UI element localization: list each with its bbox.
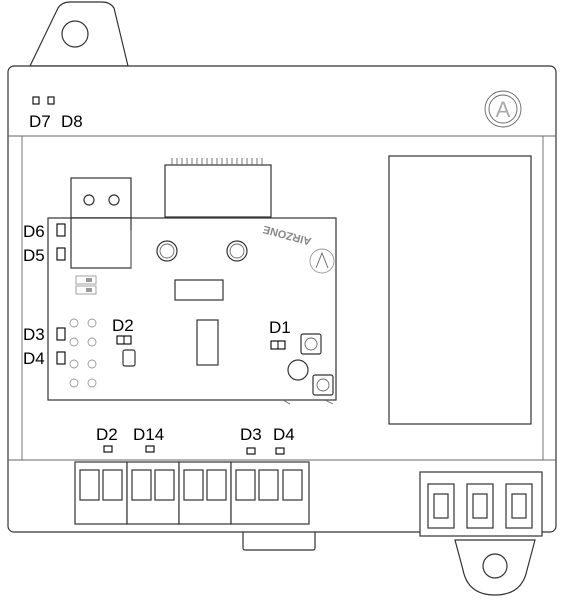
- led-d14-label: D14: [133, 425, 164, 444]
- led-d3-bottom-label: D3: [240, 425, 262, 444]
- bottom-mounting-hole: [482, 553, 508, 579]
- led-d6-indicator: [56, 223, 66, 237]
- board-square-button-bottom: [312, 374, 334, 396]
- led-d4-bottom-indicator: [275, 447, 285, 455]
- led-d14-indicator: [145, 445, 155, 453]
- led-d4-bottom-label: D4: [273, 425, 295, 444]
- left-terminal-lower: [70, 217, 132, 269]
- dip-switch: [75, 275, 97, 295]
- led-d8-label: D8: [61, 112, 83, 131]
- led-d6-label: D6: [23, 222, 45, 241]
- board-chip-wide: [174, 279, 224, 301]
- led-d3-left-indicator: [56, 327, 66, 341]
- board-brand-logo-mark: [315, 251, 329, 269]
- led-d8-indicator: [47, 96, 55, 105]
- led-d2-bottom-indicator: [103, 445, 113, 453]
- led-d7-label: D7: [29, 112, 51, 131]
- led-d5-label: D5: [23, 246, 45, 265]
- led-d1-label: D1: [269, 318, 291, 337]
- board-square-button-top: [300, 333, 322, 355]
- board-chip-tall: [196, 319, 219, 366]
- display-window: [388, 155, 532, 425]
- led-d7-indicator: [32, 96, 40, 105]
- corner-logo-letter: A: [496, 97, 511, 122]
- board-capacitor: [287, 359, 309, 381]
- top-mounting-hole: [61, 20, 89, 48]
- board-small-component: [122, 349, 136, 367]
- led-d3-bottom-indicator: [246, 447, 256, 455]
- led-d2-board-label: D2: [112, 316, 134, 335]
- led-d4-left-label: D4: [23, 349, 45, 368]
- board-edge-mark-2: [324, 399, 334, 405]
- led-d3-left-label: D3: [23, 325, 45, 344]
- wireless-chip: [164, 158, 272, 218]
- bottom-terminal-blocks: [74, 461, 310, 525]
- corner-logo: A: [484, 90, 522, 128]
- board-edge-mark: [282, 399, 291, 405]
- led-d4-left-indicator: [56, 351, 66, 365]
- led-d2-bottom-label: D2: [96, 425, 118, 444]
- power-terminal-block: [419, 471, 543, 537]
- pin-header: [69, 318, 97, 388]
- led-d5-indicator: [56, 247, 66, 261]
